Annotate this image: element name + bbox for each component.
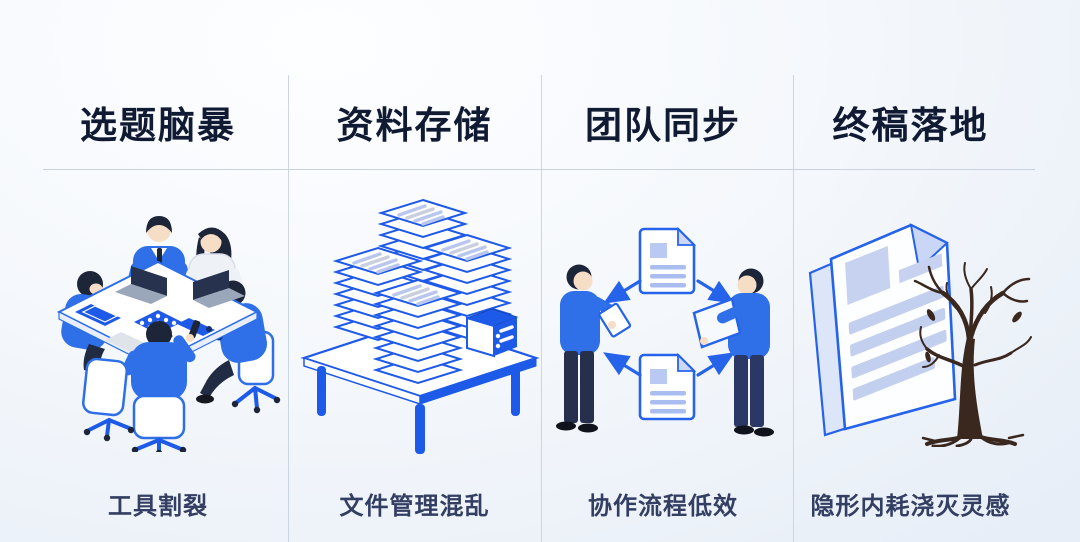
column-title: 终稿落地 — [832, 105, 989, 146]
header-divider-line — [43, 169, 1035, 170]
column-divider-1 — [288, 75, 289, 542]
document-stacks-illustration — [288, 188, 541, 456]
column-divider-3 — [793, 75, 794, 542]
people-sync-documents-illustration — [537, 188, 789, 456]
column-title: 团队同步 — [585, 105, 741, 146]
team-meeting-illustration — [14, 188, 302, 456]
column-brainstorm: 选题脑暴 — [0, 0, 288, 542]
column-caption: 隐形内耗浇灭灵感 — [810, 493, 1011, 520]
column-title: 选题脑暴 — [80, 105, 236, 146]
team-meeting-icon — [56, 216, 281, 452]
column-caption: 文件管理混乱 — [339, 493, 490, 520]
withered-tree-draft-illustration — [767, 188, 1054, 456]
column-title: 资料存储 — [336, 105, 493, 146]
column-final-draft: 终稿落地 — [793, 0, 1080, 542]
column-caption: 工具割裂 — [108, 493, 208, 520]
column-divider-2 — [541, 75, 542, 542]
withered-draft-icon — [808, 223, 1032, 447]
column-caption: 协作流程低效 — [588, 493, 738, 520]
column-storage: 资料存储 — [288, 0, 541, 542]
document-stacks-icon — [299, 199, 540, 454]
people-sync-icon — [555, 227, 774, 437]
column-sync: 团队同步 — [541, 0, 793, 542]
